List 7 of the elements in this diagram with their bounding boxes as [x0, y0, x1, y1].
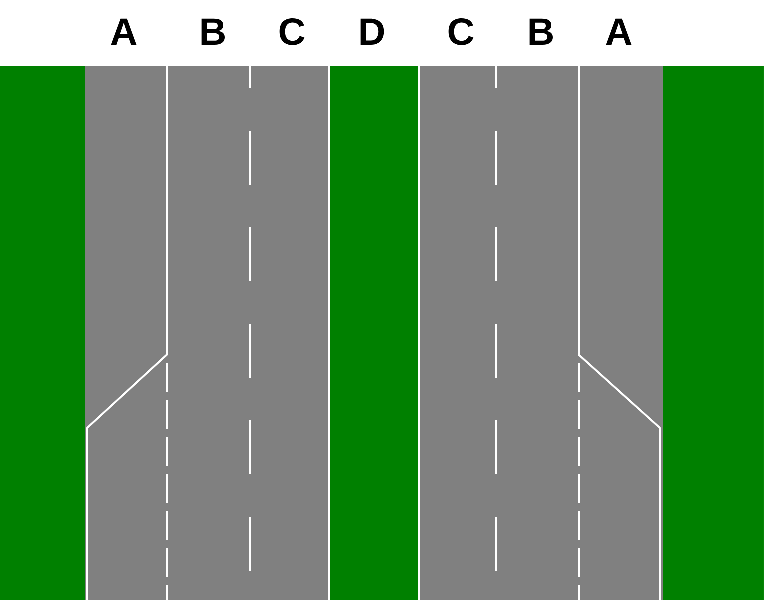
lane-label: A	[606, 18, 632, 45]
lane-label: B	[202, 18, 225, 45]
lane-label: B	[530, 18, 553, 45]
lane-label: D	[360, 18, 384, 45]
lane-label: A	[111, 18, 137, 45]
lane-label: C	[280, 18, 305, 46]
lane-label: C	[448, 18, 474, 46]
